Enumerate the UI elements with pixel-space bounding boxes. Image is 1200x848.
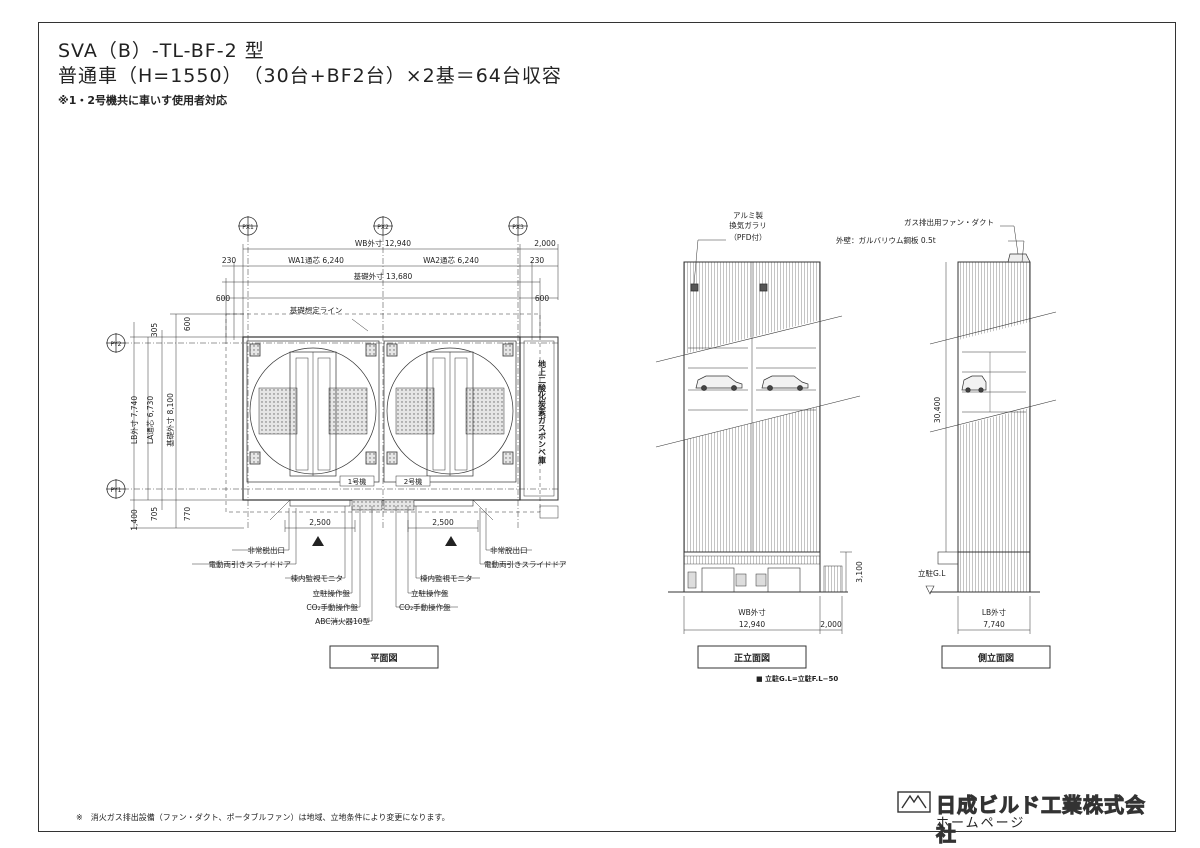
louver-label-2: 換気ガラリ xyxy=(729,220,767,230)
grid-bubble-px3 xyxy=(508,216,528,236)
callout-left-emergency-exit: 非常脱出口 xyxy=(248,545,286,555)
company-name: 日成ビルド工業株式会社 xyxy=(936,793,1146,847)
wheelchair-note: ※1・2号機共に車いす使用者対応 xyxy=(58,94,228,107)
dim-600-top: 600 xyxy=(183,317,192,332)
homepage-link[interactable]: ホームページ xyxy=(936,816,1026,831)
unit1-plan xyxy=(246,340,380,487)
louver-label-1: アルミ製 xyxy=(733,210,763,220)
grid-label-px1: PX1 xyxy=(242,224,254,231)
front-texts: アルミ製 換気ガラリ （PFD付） 3,100 WB外寸 12,940 2,00… xyxy=(729,210,864,683)
dim-1400: 1,400 xyxy=(130,509,139,531)
callout-right-co2-panel: CO₂手動操作盤 xyxy=(399,602,451,612)
callout-left-extinguisher: ABC消火器10型 xyxy=(315,616,370,626)
unit1-label: 1号機 xyxy=(348,477,366,486)
callout-left-control-panel: 立駐操作盤 xyxy=(313,588,351,598)
company-logo[interactable]: 日成ビルド工業株式会社 ホームページ xyxy=(896,786,1166,847)
fan-duct-label: ガス排出用ファン・ダクト xyxy=(904,217,994,227)
grid-label-px2: PX2 xyxy=(377,224,389,231)
car-side-icon xyxy=(961,375,987,393)
co2-room-label: 地上二酸化炭素ガスボンベ庫 xyxy=(537,359,547,465)
front-height-dim: 3,100 xyxy=(855,561,864,583)
company-mark-icon xyxy=(897,791,931,813)
side-height-total: 30,400 xyxy=(933,397,942,423)
louver-label-3: （PFD付） xyxy=(729,232,766,242)
callout-left-slide-door: 電動両引きスライドドア xyxy=(209,560,292,569)
front-elevation xyxy=(655,239,861,669)
dim-la-center: LA通芯 6,730 xyxy=(145,396,155,445)
callout-left-monitor: 棟内監視モニタ xyxy=(291,573,344,583)
front-wb-value: 12,940 xyxy=(739,620,765,629)
plan-view xyxy=(106,216,566,669)
louver-icon xyxy=(759,283,768,292)
dim-600-left: 600 xyxy=(216,294,231,303)
callout-left-co2-panel: CO₂手動操作盤 xyxy=(306,602,358,612)
grid-label-py2: PY2 xyxy=(111,341,122,348)
side-texts: ガス排出用ファン・ダクト 外壁：ガルバリウム鋼板 0.5t 30,400 立駐G… xyxy=(836,217,1014,664)
dim-305: 305 xyxy=(150,323,159,338)
fan-duct-icon xyxy=(1007,253,1031,263)
front-view-label: 正立面図 xyxy=(734,652,770,664)
dim-foundation-depth: 基礎外寸 8,100 xyxy=(165,393,175,447)
footnote: ※ 消火ガス排出設備（ファン・ダクト、ポータブルファン）は地域、立地条件により変… xyxy=(76,813,450,822)
gl-note: ■ 立駐G.L=立駐F.L−50 xyxy=(756,674,838,683)
dim-230-right: 230 xyxy=(530,256,545,265)
plan-view-label: 平面図 xyxy=(370,653,397,664)
dim-door-left: 2,500 xyxy=(309,518,331,527)
callout-right-monitor: 棟内監視モニタ xyxy=(420,573,473,583)
side-elevation xyxy=(925,225,1057,669)
callout-right-slide-door: 電動両引きスライドドア xyxy=(484,560,567,569)
callout-right-emergency-exit: 非常脱出口 xyxy=(490,545,528,555)
grid-label-px3: PX3 xyxy=(512,224,524,231)
front-wb-label: WB外寸 xyxy=(738,607,766,617)
front-right-offset: 2,000 xyxy=(820,620,842,629)
dim-230-left: 230 xyxy=(222,256,237,265)
foundation-line-label: 基礎想定ライン xyxy=(290,305,343,315)
louver-icon xyxy=(690,283,699,292)
unit2-plan xyxy=(383,340,517,487)
dim-600-right: 600 xyxy=(535,294,550,303)
drawing-frame xyxy=(38,22,1176,832)
grid-label-py1: PY1 xyxy=(111,487,122,494)
dim-foundation-outer: 基礎外寸 13,680 xyxy=(354,271,413,281)
unit2-label: 2号機 xyxy=(404,477,422,486)
car-icon xyxy=(695,375,743,391)
plan-texts: PX1 PX2 PX3 PY2 PY1 WB外寸 12,940 2,000 WA… xyxy=(111,224,567,664)
model-title: SVA（B）-TL-BF-2 型 xyxy=(58,40,265,62)
dim-wb-outer: WB外寸 12,940 xyxy=(355,238,411,248)
side-lb-value: 7,740 xyxy=(983,620,1005,629)
dim-lb-outer: LB外寸 7,740 xyxy=(129,396,139,444)
grid-bubble-px1 xyxy=(238,216,258,236)
grid-bubble-py2 xyxy=(106,333,126,353)
grid-bubble-py1 xyxy=(106,479,126,499)
dim-wa2: WA2通芯 6,240 xyxy=(423,255,479,265)
car-icon xyxy=(761,375,809,391)
grid-bubble-px2 xyxy=(373,216,393,236)
capacity-title: 普通車（H=1550） （30台+BF2台）×2基＝64台収容 xyxy=(58,65,562,87)
side-lb-label: LB外寸 xyxy=(982,607,1007,617)
dim-door-right: 2,500 xyxy=(432,518,454,527)
dim-705: 705 xyxy=(150,507,159,522)
dim-wa1: WA1通芯 6,240 xyxy=(288,255,344,265)
callout-right-control-panel: 立駐操作盤 xyxy=(411,588,449,598)
side-view-label: 側立面図 xyxy=(977,652,1014,664)
side-gl-label: 立駐G.L xyxy=(918,568,946,578)
dim-770: 770 xyxy=(183,507,192,522)
wall-material-label: 外壁：ガルバリウム鋼板 0.5t xyxy=(836,235,936,245)
dim-right-offset: 2,000 xyxy=(534,239,556,248)
